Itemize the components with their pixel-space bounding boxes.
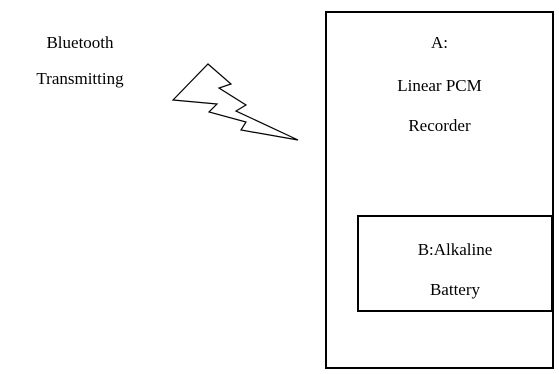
recorder-label-line-2: Linear PCM — [397, 76, 482, 95]
bluetooth-label-line-2: Transmitting — [36, 69, 124, 88]
recorder-label-line-3: Recorder — [408, 116, 471, 135]
bluetooth-signal-bolt — [171, 63, 299, 141]
alkaline-battery-box — [357, 215, 553, 312]
battery-label-line-2: Battery — [429, 280, 481, 299]
linear-pcm-recorder-box — [325, 11, 554, 369]
recorder-label-line-1: A: — [431, 33, 448, 52]
bluetooth-label-line-1: Bluetooth — [46, 33, 114, 52]
battery-label-line-1: B:Alkaline — [417, 240, 493, 259]
